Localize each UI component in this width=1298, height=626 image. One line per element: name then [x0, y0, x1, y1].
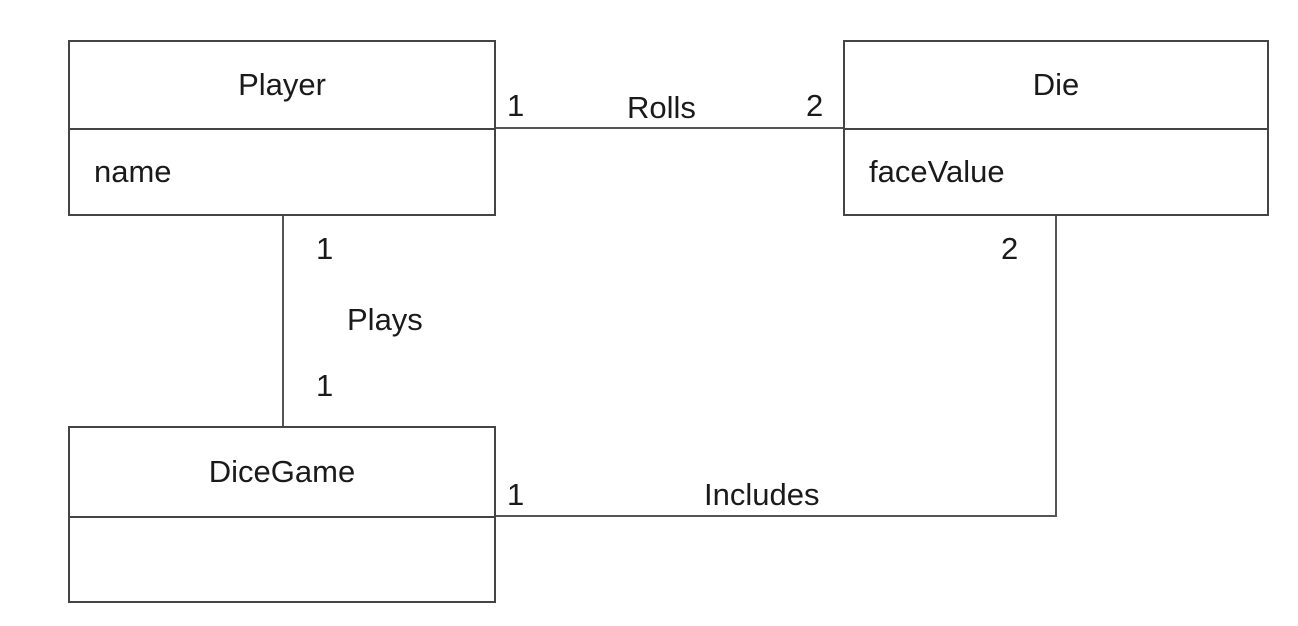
plays-association-line: [282, 214, 284, 428]
includes-label: Includes: [704, 477, 820, 512]
plays-target-multiplicity: 1: [316, 368, 334, 403]
dicegame-class-name: DiceGame: [70, 428, 494, 518]
dicegame-attributes: [70, 518, 494, 601]
die-class[interactable]: Die faceValue: [843, 40, 1269, 216]
includes-association-line-horizontal: [494, 515, 1057, 517]
includes-target-multiplicity: 2: [1001, 231, 1019, 266]
plays-source-multiplicity: 1: [316, 231, 334, 266]
die-class-name: Die: [845, 42, 1267, 130]
player-class-name: Player: [70, 42, 494, 130]
player-class[interactable]: Player name: [68, 40, 496, 216]
die-attribute-facevalue: faceValue: [869, 154, 1005, 189]
player-attribute-name: name: [94, 154, 172, 189]
rolls-target-multiplicity: 2: [806, 88, 824, 123]
dicegame-class[interactable]: DiceGame: [68, 426, 496, 603]
includes-association-line-vertical: [1055, 214, 1057, 516]
rolls-label: Rolls: [627, 90, 696, 125]
includes-source-multiplicity: 1: [507, 477, 525, 512]
plays-label: Plays: [347, 302, 423, 337]
rolls-association-line: [494, 127, 844, 129]
rolls-source-multiplicity: 1: [507, 88, 525, 123]
